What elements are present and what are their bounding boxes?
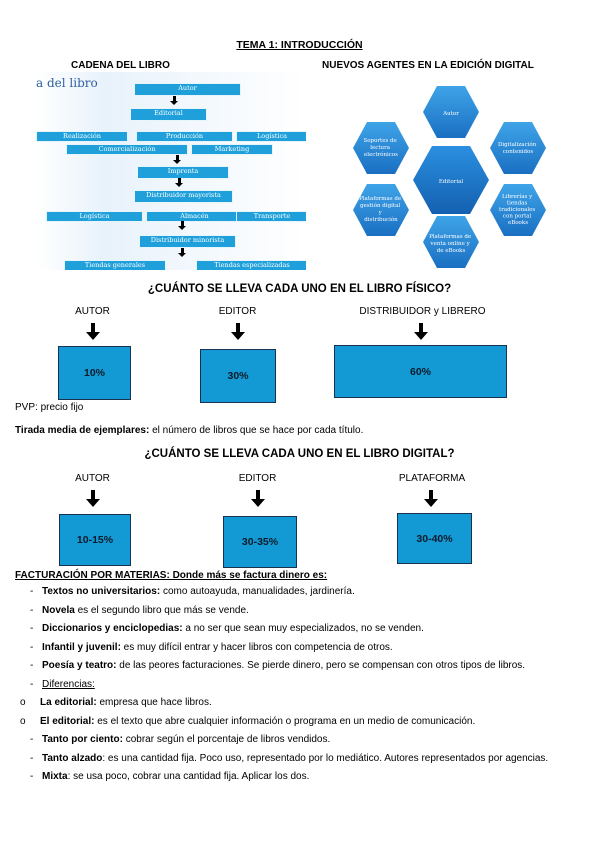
- box-autor: Autor: [134, 83, 241, 96]
- fisico-box-autor: 10%: [58, 346, 131, 400]
- box-logistica-1: Logística: [236, 131, 306, 142]
- cadena-diagram: a del libro Autor Editorial Realización …: [36, 72, 306, 270]
- arrow-down-icon: [414, 323, 428, 340]
- list-item: -Tanto por ciento: cobrar según el porce…: [30, 734, 331, 745]
- arrow-down-icon: [251, 490, 265, 507]
- list-item: -Novela es el segundo libro que más se v…: [30, 604, 249, 616]
- facturacion-heading: FACTURACIÓN POR MATERIAS: Donde más se f…: [15, 570, 328, 581]
- list-item: -Mixta: se usa poco, cobrar una cantidad…: [30, 771, 310, 782]
- digital-label-plataforma: PLATAFORMA: [398, 473, 466, 484]
- arrow-icon: [175, 178, 183, 187]
- list-item: -Tanto alzado: es una cantidad fija. Poc…: [30, 752, 549, 764]
- tirada-bold: Tirada media de ejemplares:: [15, 425, 150, 436]
- hex-label-editorial: Editorial: [439, 179, 463, 185]
- tirada-body: el número de libros que se hace por cada…: [149, 425, 364, 436]
- facturacion-list: -Textos no universitarios: como autoayud…: [20, 585, 590, 789]
- digital-box-autor: 10-15%: [59, 514, 131, 566]
- arrow-icon: [170, 96, 178, 105]
- box-realizacion: Realización: [36, 131, 128, 142]
- fisico-box-editor: 30%: [200, 349, 276, 403]
- box-comercializacion: Comercialización: [66, 144, 188, 155]
- digital-box-editor: 30-35%: [223, 516, 297, 568]
- agentes-diagram: Autor Editorial Soportes de lectura elec…: [340, 78, 558, 268]
- agentes-heading: NUEVOS AGENTES EN LA EDICIÓN DIGITAL: [322, 60, 534, 71]
- digital-label-autor: AUTOR: [75, 473, 110, 484]
- list-item: -Textos no universitarios: como autoayud…: [30, 586, 355, 597]
- arrow-down-icon: [424, 490, 438, 507]
- digital-heading: ¿CUÁNTO SE LLEVA CADA UNO EN EL LIBRO DI…: [144, 448, 455, 460]
- box-produccion: Producción: [136, 131, 233, 142]
- digital-label-editor: EDITOR: [238, 473, 277, 484]
- hex-label-digitalizacion: Digitalización contenidos: [498, 141, 538, 155]
- arrow-down-icon: [231, 323, 245, 340]
- box-imprenta: Imprenta: [137, 166, 229, 179]
- list-item: -Diferencias:: [30, 678, 95, 690]
- hex-label-plataformas-venta: Plataformas de venta online y de eBooks: [429, 234, 473, 254]
- hex-label-soportes: Soportes de lectura electrónicos: [363, 138, 398, 158]
- fisico-label-autor: AUTOR: [75, 306, 110, 317]
- list-item: -Infantil y juvenil: es muy difícil entr…: [30, 641, 393, 653]
- hex-librerias: [490, 184, 546, 236]
- hex-soportes: [353, 122, 409, 174]
- arrow-down-icon: [86, 323, 100, 340]
- arrow-icon: [178, 221, 186, 230]
- box-marketing: Marketing: [191, 144, 273, 155]
- arrow-icon: [173, 155, 181, 164]
- fisico-label-distribuidor: DISTRIBUIDOR y LIBRERO: [359, 306, 486, 317]
- box-logistica-2: Logística: [46, 211, 143, 222]
- hex-label-plataformas-gestion: Plataformas de gestión digital y distrib…: [359, 196, 403, 223]
- box-transporte: Transporte: [236, 211, 306, 222]
- hex-autor: [423, 86, 479, 138]
- box-almacen: Almacén: [146, 211, 243, 222]
- hex-plataformas-venta: [423, 216, 479, 268]
- page-title: TEMA 1: INTRODUCCIÓN: [236, 39, 363, 51]
- arrow-down-icon: [86, 490, 100, 507]
- list-item: -Poesía y teatro: de las peores facturac…: [30, 660, 526, 671]
- pvp-text: PVP: precio fijo: [15, 402, 84, 413]
- hex-label-autor: Autor: [442, 111, 459, 117]
- hex-editorial: [413, 146, 489, 214]
- box-tiendas-especializadas: Tiendas especializadas: [196, 260, 306, 270]
- hex-plataformas-gestion: [353, 184, 409, 236]
- box-tiendas-generales: Tiendas generales: [64, 260, 166, 270]
- arrow-icon: [178, 248, 186, 257]
- digital-box-plataforma: 30-40%: [397, 513, 472, 564]
- fisico-box-distribuidor: 60%: [334, 345, 507, 398]
- cadena-image-title: a del libro: [36, 76, 98, 90]
- tirada-text: Tirada media de ejemplares: el número de…: [15, 425, 363, 437]
- box-distribuidor-minorista: Distribuidor minorista: [139, 235, 236, 248]
- box-distribuidor-mayorista: Distribuidor mayorista: [134, 190, 233, 203]
- fisico-heading: ¿CUÁNTO SE LLEVA CADA UNO EN EL LIBRO FÍ…: [147, 283, 452, 295]
- hex-label-librerias: Librerías y tiendas tradicionales con po…: [499, 193, 537, 226]
- hex-digitalizacion: [490, 122, 546, 174]
- cadena-heading: CADENA DEL LIBRO: [71, 60, 170, 71]
- box-editorial: Editorial: [130, 108, 207, 121]
- fisico-label-editor: EDITOR: [218, 306, 257, 317]
- list-item: -Diccionarios y enciclopedias: a no ser …: [30, 623, 424, 634]
